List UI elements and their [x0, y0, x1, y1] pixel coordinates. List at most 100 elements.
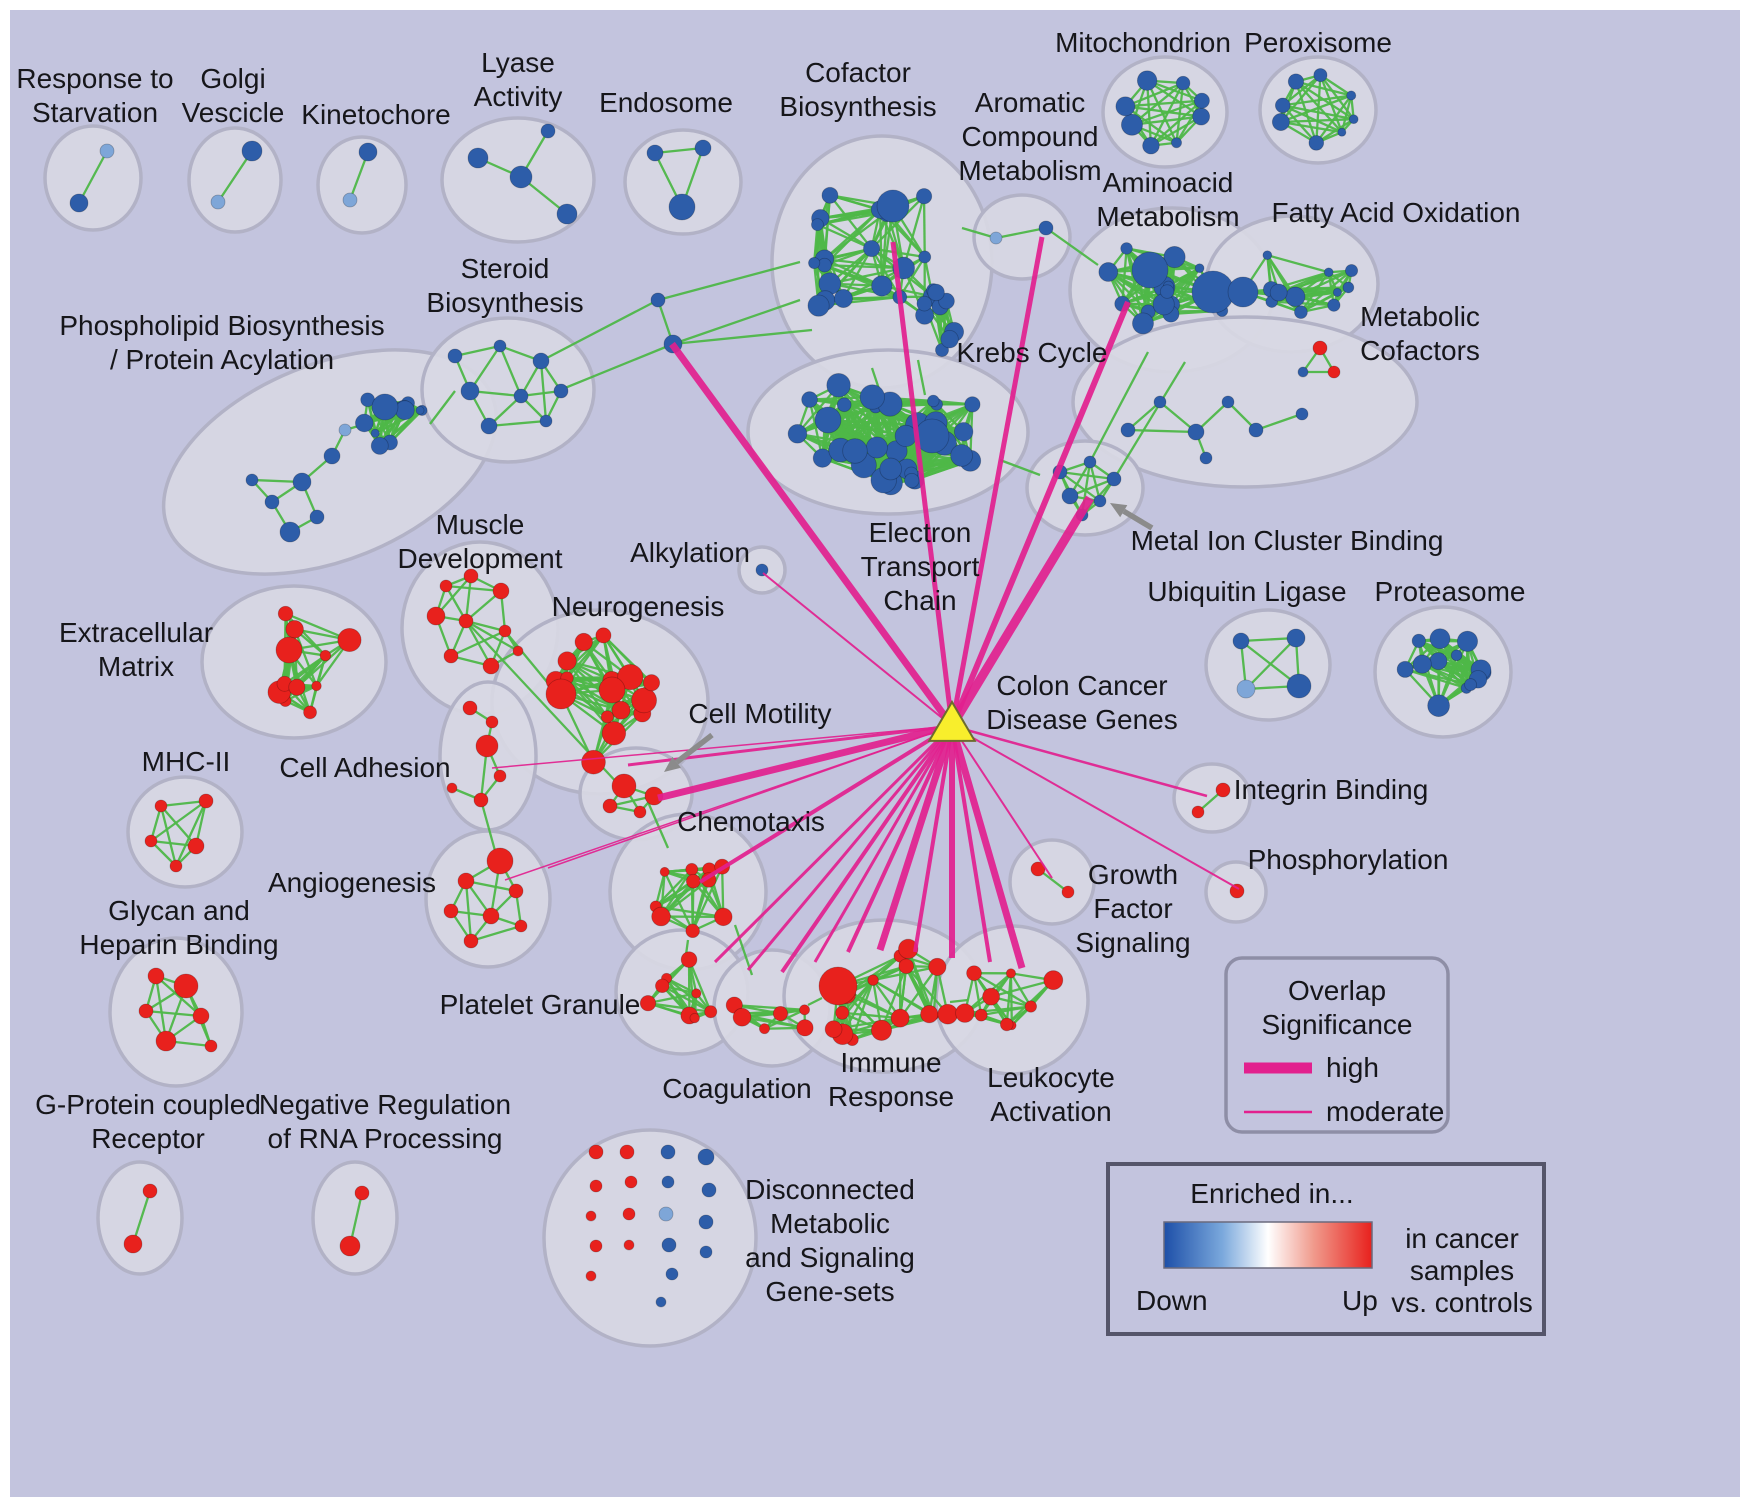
- label-aminoacid-metabolism: Aminoacid: [1103, 167, 1234, 198]
- gene-set-node-disconnected-gene-sets: [699, 1215, 713, 1229]
- gene-set-node-phospholipid-sparse: [339, 424, 351, 436]
- gene-set-node-leukocyte-activation: [1044, 971, 1063, 990]
- gene-set-node-muscle-development: [444, 649, 458, 663]
- gene-set-node-leukocyte-activation: [1025, 1001, 1036, 1012]
- gene-set-node-integrin-binding: [1192, 806, 1204, 818]
- gene-set-node-phospholipid-sparse: [280, 522, 300, 542]
- gene-set-node-immune-response: [868, 975, 879, 986]
- gene-set-node-muscle-development: [499, 625, 511, 637]
- label-peroxisome: Peroxisome: [1244, 27, 1392, 58]
- label-extracellular-matrix: Extracellular: [59, 617, 213, 648]
- gene-set-node-alkylation: [756, 564, 768, 576]
- gene-set-node-golgi-vescicle: [211, 195, 225, 209]
- gene-set-node-proteasome: [1465, 679, 1477, 691]
- gene-set-node-glycan-heparin-binding: [139, 1004, 153, 1018]
- label-mhc-ii: MHC-II: [142, 746, 231, 777]
- gene-set-node-disconnected-gene-sets: [661, 1145, 675, 1159]
- gene-set-node-neurogenesis: [546, 679, 576, 709]
- label-response-to-starvation: Response to: [16, 63, 173, 94]
- gene-set-node-cofactor-biosynthesis: [834, 289, 852, 307]
- gene-set-node-disconnected-gene-sets: [702, 1183, 716, 1197]
- label-disconnected-gene-sets: Disconnected: [745, 1174, 915, 1205]
- gene-set-node-angiogenesis: [483, 908, 499, 924]
- label-alkylation: Alkylation: [630, 537, 750, 568]
- cluster-bubble-angiogenesis: [426, 831, 550, 967]
- label-cofactor-biosynthesis: Cofactor: [805, 57, 911, 88]
- gene-set-node-disconnected-gene-sets: [656, 1297, 666, 1307]
- gene-set-node-neurogenesis: [601, 711, 613, 723]
- gene-set-node-fatty-acid-oxidation: [1270, 284, 1287, 301]
- label-disconnected-gene-sets: Metabolic: [770, 1208, 890, 1239]
- gene-set-node-muscle-development: [459, 614, 473, 628]
- cluster-bubble-negative-regulation-rna: [313, 1162, 397, 1274]
- legend-up-label: Up: [1342, 1285, 1378, 1316]
- gene-set-node-extracellular-matrix: [312, 681, 322, 691]
- gene-set-node-platelet-granule: [692, 989, 701, 998]
- gene-set-node-angiogenesis: [444, 904, 458, 918]
- cluster-bubble-aromatic-compound-metabolism: [974, 195, 1070, 279]
- gene-set-node-extracellular-matrix: [278, 606, 293, 621]
- legend-down-label: Down: [1136, 1285, 1208, 1316]
- cluster-bubble-disconnected-gene-sets: [544, 1130, 756, 1346]
- gene-set-node-disconnected-gene-sets: [624, 1240, 634, 1250]
- gene-set-node-disconnected-gene-sets: [625, 1176, 637, 1188]
- label-glycan-heparin-binding: Heparin Binding: [79, 929, 278, 960]
- gene-set-node-response-to-starvation: [70, 194, 88, 212]
- gene-set-node-glycan-heparin-binding: [174, 974, 198, 998]
- label-chemotaxis: Chemotaxis: [677, 806, 825, 837]
- gene-set-node-immune-response: [929, 958, 946, 975]
- label-aromatic-compound-metabolism: Metabolism: [958, 155, 1101, 186]
- gene-set-node-krebs-cycle: [917, 296, 932, 311]
- gene-set-node-lyase-activity: [510, 166, 532, 188]
- gene-set-node-immune-response: [938, 1004, 958, 1024]
- gene-set-node-chemotaxis: [714, 908, 732, 926]
- gene-set-node-integrin-binding: [1216, 783, 1230, 797]
- gene-set-node-extracellular-matrix: [304, 706, 317, 719]
- gene-set-node-growth-factor-signaling: [1062, 886, 1074, 898]
- gene-set-node-glycan-heparin-binding: [193, 1008, 209, 1024]
- gene-set-node-metal-ion-cluster-binding: [1107, 472, 1121, 486]
- gene-set-node-extracellular-matrix: [286, 620, 304, 638]
- gene-set-node-immune-response: [871, 1020, 891, 1040]
- label-leukocyte-activation: Leukocyte: [987, 1062, 1115, 1093]
- gene-set-node-kinetochore: [343, 193, 357, 207]
- gene-set-node-mitochondrion: [1116, 97, 1135, 116]
- gene-set-node-krebs-cycle: [928, 284, 945, 301]
- gene-set-node-cofactor-biosynthesis: [872, 276, 892, 296]
- gene-set-node-negative-regulation-rna: [340, 1236, 360, 1256]
- gene-set-node-steroid-biosynthesis: [540, 415, 552, 427]
- gene-set-node-disconnected-gene-sets: [590, 1240, 602, 1252]
- gene-set-node-coagulation: [797, 1020, 813, 1036]
- gene-set-node-steroid-biosynthesis: [554, 384, 568, 398]
- gene-set-node-cofactor-biosynthesis: [811, 219, 823, 231]
- gene-set-node-neurogenesis: [575, 633, 592, 650]
- label-metabolic-cofactors: Cofactors: [1360, 335, 1480, 366]
- label-phospholipid: Phospholipid Biosynthesis: [59, 310, 384, 341]
- gene-set-node-electron-transport-chain: [905, 473, 919, 487]
- gene-set-node-proteasome: [1430, 629, 1450, 649]
- cluster-bubble-golgi-vescicle: [189, 128, 281, 232]
- gene-set-node-metabolic-cofactors: [1188, 424, 1204, 440]
- label-angiogenesis: Angiogenesis: [268, 867, 436, 898]
- gene-set-node-disconnected-gene-sets: [662, 1176, 674, 1188]
- gene-set-node-phospholipid-dense: [372, 394, 398, 420]
- label-integrin-binding: Integrin Binding: [1234, 774, 1429, 805]
- label-muscle-development: Muscle: [436, 509, 525, 540]
- gene-set-node-g-protein-coupled-receptor: [143, 1184, 157, 1198]
- label-electron-transport-chain: Transport: [861, 551, 980, 582]
- legend-enriched-in: Enriched in... Down Up in cancer samples…: [1108, 1164, 1544, 1334]
- gene-set-node-fatty-acid-oxidation: [1343, 282, 1354, 293]
- gene-set-node-glycan-heparin-binding: [156, 1031, 176, 1051]
- gene-set-node-muscle-development: [493, 583, 509, 599]
- gene-set-node-metabolic-cofactors: [1313, 341, 1327, 355]
- label-aminoacid-metabolism: Metabolism: [1096, 201, 1239, 232]
- gene-set-node-electron-transport-chain: [802, 392, 818, 408]
- label-growth-factor-signaling: Growth: [1088, 859, 1178, 890]
- gene-set-edge: [924, 196, 925, 257]
- gene-set-node-kinetochore: [359, 143, 377, 161]
- gene-set-node-fatty-acid-oxidation: [1263, 251, 1272, 260]
- gene-set-node-steroid-biosynthesis: [481, 418, 497, 434]
- label-immune-response: Immune: [840, 1047, 941, 1078]
- gene-set-node-cofactor-biosynthesis: [809, 257, 820, 268]
- gene-set-node-ubiquitin-ligase: [1233, 633, 1249, 649]
